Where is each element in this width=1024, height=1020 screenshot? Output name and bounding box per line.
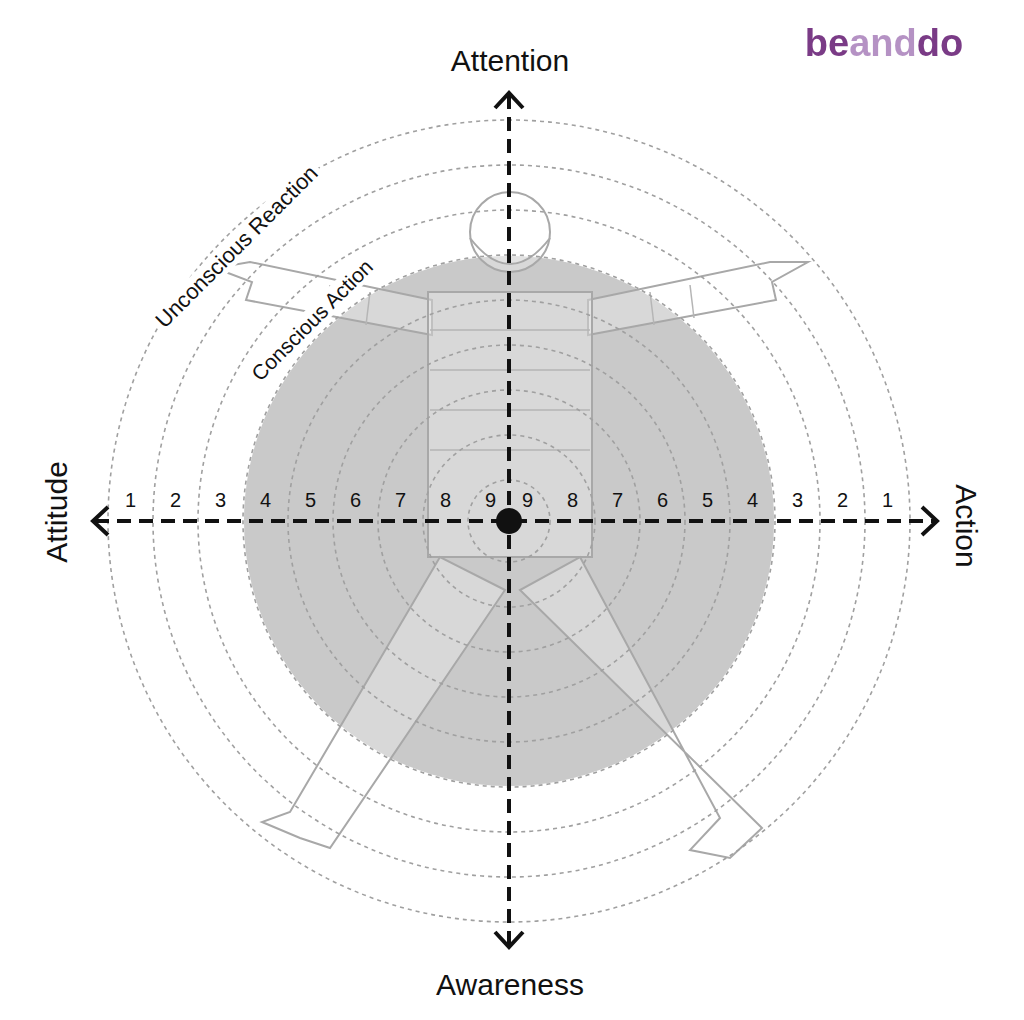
level-number: 6 [657,489,668,511]
level-number: 2 [170,489,181,511]
level-number: 7 [395,489,406,511]
level-number: 5 [305,489,316,511]
level-number: 4 [260,489,271,511]
axis-label: Attention [451,44,569,77]
level-number: 9 [485,489,496,511]
axis-label: Awareness [436,968,584,1001]
level-number: 1 [125,489,136,511]
level-number: 3 [792,489,803,511]
level-number: 9 [522,489,533,511]
person-figure [215,192,808,858]
level-number: 4 [747,489,758,511]
brand-logo: beanddo [805,23,963,65]
level-number: 5 [702,489,713,511]
level-number: 8 [440,489,451,511]
level-number: 7 [612,489,623,511]
center-dot [496,508,522,534]
level-number: 6 [350,489,361,511]
level-number: 3 [215,489,226,511]
level-number: 8 [567,489,578,511]
level-number: 1 [882,489,893,511]
axis-label: Action [950,484,983,567]
axis-label: Attitude [40,461,73,563]
axes [93,93,937,947]
level-number: 2 [837,489,848,511]
